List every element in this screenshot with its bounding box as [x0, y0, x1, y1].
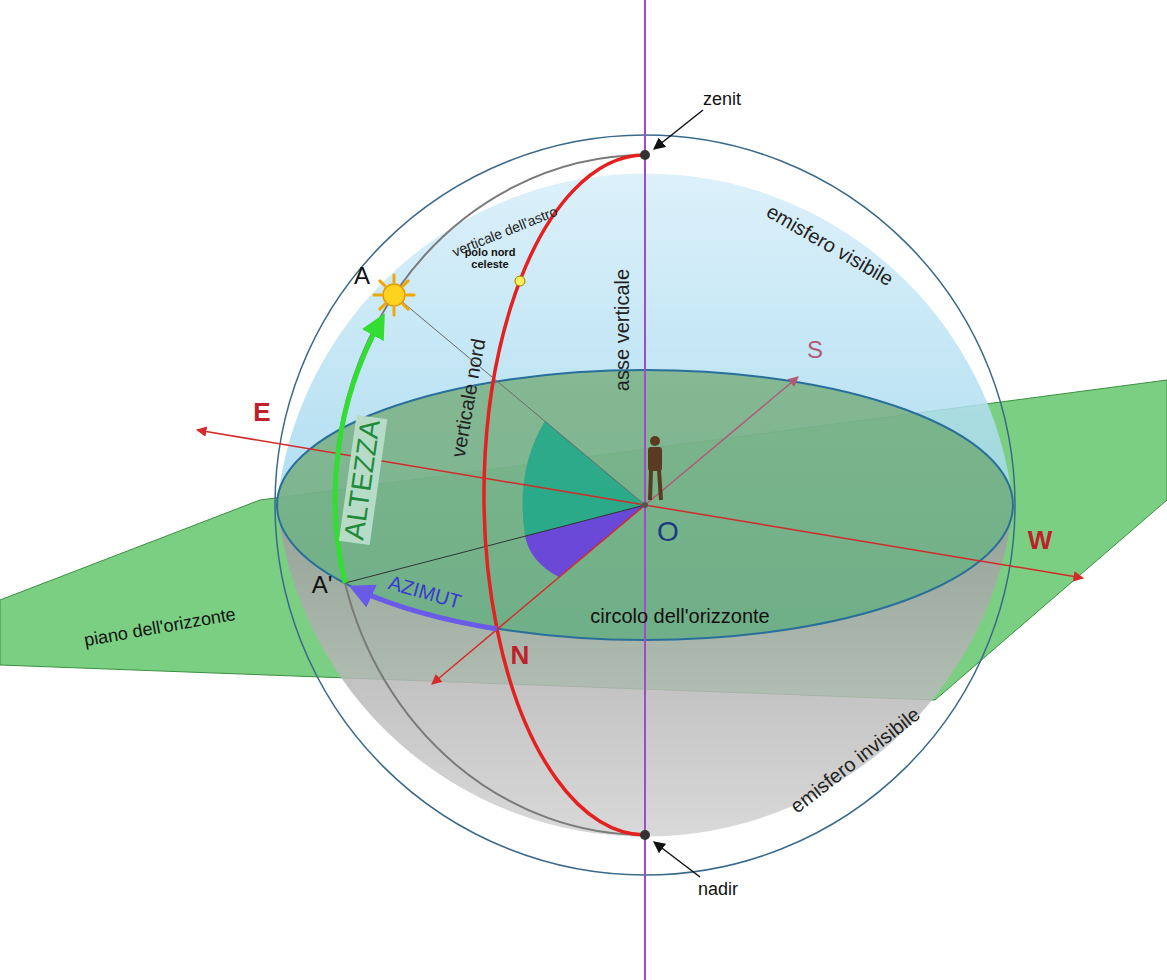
sun-symbol — [383, 284, 405, 306]
observer-body — [648, 447, 662, 471]
zenith-point — [640, 150, 650, 160]
nadir-point — [640, 830, 650, 840]
south-axis — [645, 377, 798, 505]
sun-rays — [374, 275, 414, 315]
pole-label: polo nord celeste — [462, 246, 518, 270]
hemisphere-label: emisfero visibile — [763, 200, 897, 290]
cardinal-label: W — [1028, 526, 1053, 555]
point-label: A — [354, 263, 370, 289]
axis-label: asse verticale — [611, 269, 633, 391]
observer-figure — [648, 436, 662, 500]
zenith-label: zenit — [703, 90, 741, 110]
circle-label: circolo dell'orizzonte — [590, 605, 769, 627]
zenith-leader — [654, 110, 703, 149]
origin-point — [642, 502, 648, 508]
circle-label: verticale nord — [447, 337, 490, 459]
west-axis — [645, 505, 1083, 578]
azimuth-label: AZIMUT — [386, 571, 464, 613]
nadir-label: nadir — [698, 880, 738, 900]
cardinal-label: E — [253, 398, 270, 427]
east-axis — [197, 430, 645, 505]
azimuth-wedge — [525, 505, 645, 577]
north-axis — [432, 505, 645, 684]
cardinal-label: S — [807, 337, 823, 363]
nadir-leader — [654, 842, 700, 877]
star-direction-line — [400, 300, 645, 505]
altitude-label: ALTEZZA — [339, 415, 387, 545]
observer-leg — [650, 470, 651, 500]
hemisphere-label: emisfero invisibile — [786, 703, 924, 818]
point-label: A' — [312, 572, 333, 598]
cardinal-label: N — [511, 641, 530, 670]
observer-leg — [659, 470, 661, 500]
projection-line — [345, 505, 645, 583]
star-vertical-circle — [334, 155, 645, 835]
observer-head — [650, 436, 660, 446]
plane-label: piano dell'orizzonte — [83, 605, 238, 651]
celestial-pole-point — [515, 276, 525, 286]
origin-label: O — [657, 517, 679, 548]
